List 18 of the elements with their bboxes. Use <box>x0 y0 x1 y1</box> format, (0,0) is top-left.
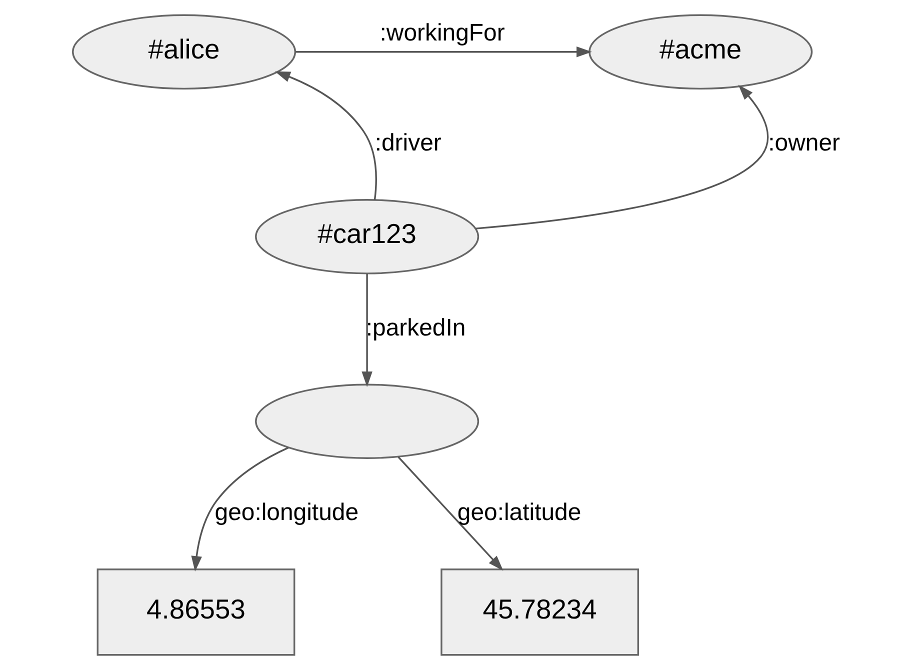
edge-label: geo:latitude <box>457 499 582 526</box>
node-box: 45.78234 <box>440 568 640 656</box>
arrow <box>476 84 769 230</box>
node-ellipse: #alice <box>72 14 296 90</box>
node-ellipse <box>255 384 480 460</box>
edge-label: :owner <box>768 130 840 157</box>
arrow <box>295 46 592 58</box>
edge-label: geo:longitude <box>214 499 359 526</box>
arrow <box>191 446 289 572</box>
arrow <box>362 274 372 387</box>
node-box: 4.86553 <box>96 568 296 656</box>
edge-label: :driver <box>374 130 442 157</box>
node-ellipse: #car123 <box>255 199 480 274</box>
edge-label: :workingFor <box>380 19 505 46</box>
arrow <box>274 71 377 200</box>
node-ellipse: #acme <box>588 14 813 90</box>
arrow <box>398 456 504 571</box>
edge-label: :parkedIn <box>366 314 466 342</box>
